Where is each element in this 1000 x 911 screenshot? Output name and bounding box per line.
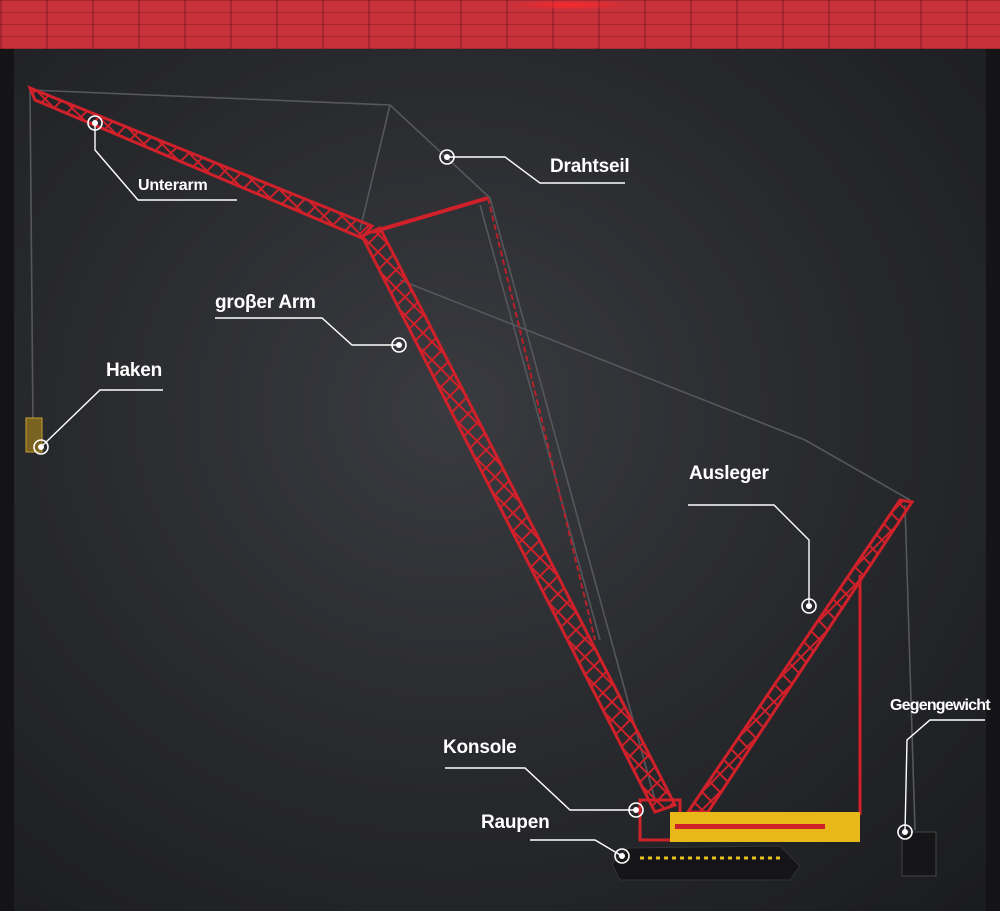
wire-ropes (29, 89, 916, 831)
callout-dots (38, 120, 908, 859)
label-gegengewicht: Gegengewicht (890, 697, 991, 714)
luffing-mast (685, 498, 915, 815)
label-unterarm: Unterarm (138, 177, 208, 194)
label-raupen: Raupen (481, 812, 550, 833)
callout-markers (33, 115, 913, 864)
hook-block (25, 417, 43, 453)
label-konsole: Konsole (443, 737, 517, 758)
counterweight (901, 831, 937, 877)
crawler-tracks (611, 845, 801, 881)
jib (27, 85, 596, 641)
brick-pattern-banner (0, 0, 1000, 49)
label-haken: Haken (106, 360, 163, 381)
main-boom (359, 226, 678, 814)
superstructure (638, 798, 860, 842)
label-drahtseil: Drahtseil (550, 156, 630, 177)
label-ausleger: Ausleger (689, 463, 769, 484)
right-edge-strip (986, 49, 1000, 911)
left-edge-strip (0, 49, 14, 911)
label-grosser-arm: groβer Arm (215, 292, 316, 313)
callout-lines (40, 123, 985, 857)
